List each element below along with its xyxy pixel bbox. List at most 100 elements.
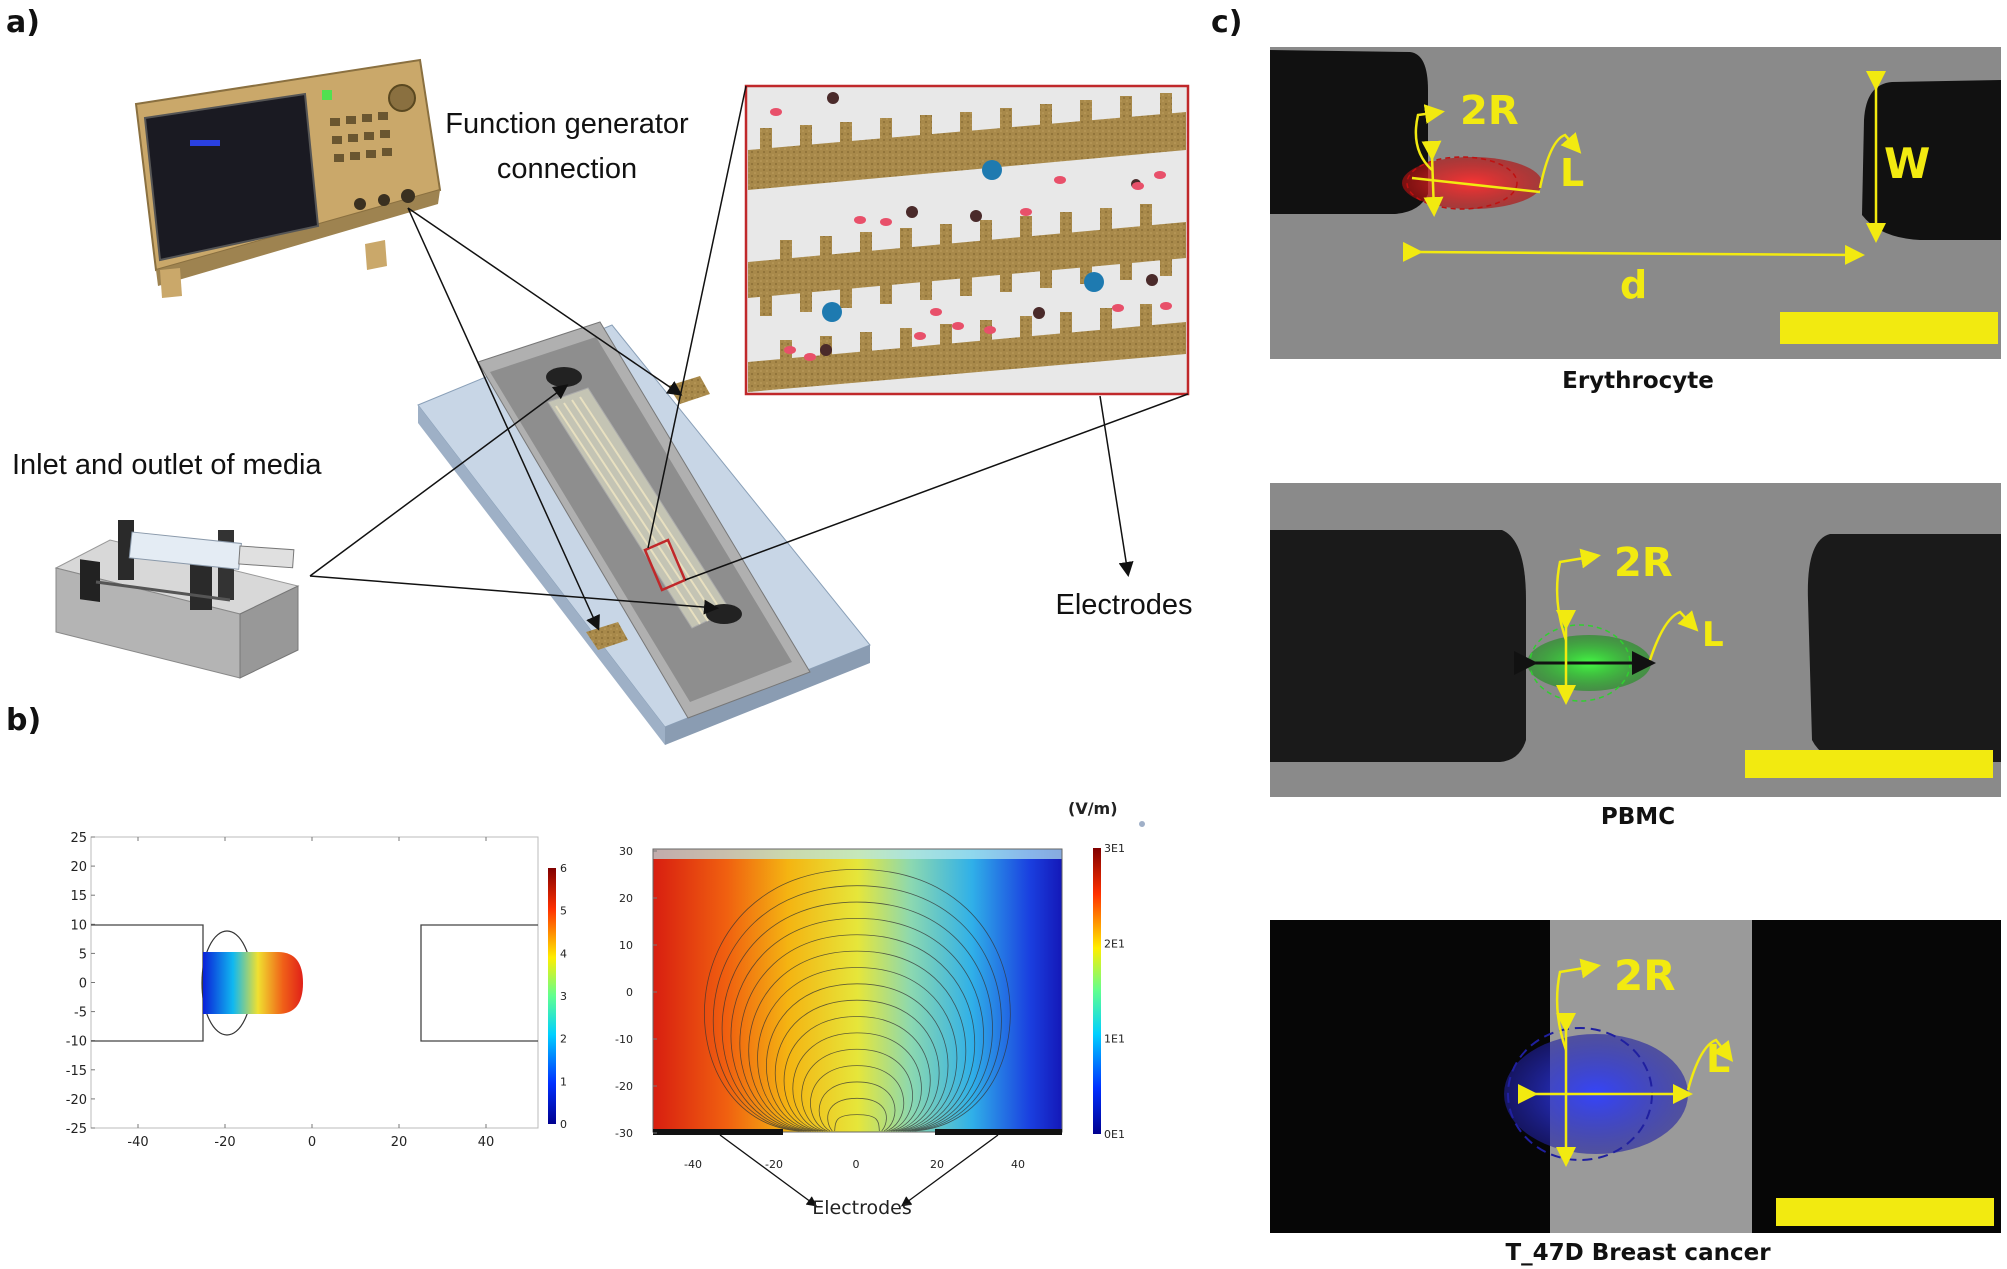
scale-bar-3 [1776,1198,1994,1226]
erythrocyte-image: 2R L W d Erythrocyte [1270,47,2001,394]
y-tick-label: -15 [66,1064,87,1079]
field-line [712,885,1002,1132]
function-generator-label-line2: connection [497,153,637,185]
erythrocyte-length-label: L [1560,151,1584,195]
right-electrode-dark [1862,80,2001,240]
inlet-outlet-label: Inlet and outlet of media [12,449,322,481]
pbmc-caption: PBMC [1601,804,1675,830]
field-line [827,1097,887,1132]
plot-settings-dot-icon [1139,821,1145,827]
screen-indicator-icon [190,140,220,146]
t47d-caption: T_47D Breast cancer [1505,1240,1771,1266]
field-line [775,999,940,1132]
y-tick-label: 20 [619,892,633,905]
droplet-plot-frame [90,836,539,1129]
x-tick-label: -20 [214,1135,235,1150]
keypad-icon [330,112,392,162]
t47d-length-label: L [1706,1037,1730,1081]
syringe-pump-device [54,520,300,679]
y-tick-label: -30 [615,1127,633,1140]
field-line [792,1032,922,1132]
droplet-colorbar [548,868,556,1124]
panel-a-label: a) [6,5,40,40]
colorbar-tick-label: 1E1 [1104,1033,1125,1046]
field-line [739,934,975,1132]
pbmc-length-label: L [1702,615,1724,655]
x-tick-label: -40 [684,1158,702,1171]
blood-cells-icon [770,92,1172,361]
t47d-image: 2R L T_47D Breast cancer [1270,920,2001,1266]
electrodes-label: Electrodes [1055,589,1192,621]
panel-c: c) 2R L W d Erythrocyte [1211,5,2001,1266]
field-line [783,1016,931,1132]
y-tick-label: 0 [79,977,87,992]
field-unit-label: (V/m) [1068,799,1118,818]
y-tick-label: 20 [70,860,87,875]
function-generator-device [134,58,442,298]
field-line [721,901,993,1132]
colorbar-tick-label: 6 [560,862,567,875]
scale-bar-2 [1745,750,1993,778]
x-tick-label: 20 [391,1135,408,1150]
field-line [818,1081,896,1132]
deformed-cell-shape [203,952,303,1014]
field-line [748,950,967,1132]
colorbar-tick-label: 5 [560,905,567,918]
electrode-arrow-right [900,1134,999,1207]
droplet-plot-x-axis: -40 -20 0 20 40 [127,837,494,1150]
left-electrode-dark [1270,530,1526,762]
y-tick-label: -10 [615,1033,633,1046]
bottom-left-electrode [653,1129,783,1135]
y-tick-label: 30 [619,845,633,858]
colorbar-tick-label: 0 [560,1118,567,1131]
panel-b-label: b) [6,703,41,738]
width-label: W [1884,139,1930,188]
electrode-arrow-left [719,1134,818,1207]
y-tick-label: -20 [66,1093,87,1108]
y-tick-label: 10 [619,939,633,952]
colorbar-tick-label: 2 [560,1033,567,1046]
colorbar-tick-label: 3 [560,990,567,1003]
panel-a-connector-lines [309,85,1189,631]
erythrocyte-radius-label: 2R [1460,88,1519,134]
distance-arrow [1402,241,1865,265]
field-heatmap [653,849,1062,1132]
left-electrode-dark [1270,50,1428,214]
panel-a: a) Function generator connection Inlet a… [6,5,1193,745]
panel-c-label: c) [1211,5,1243,40]
radius-axis-arrow [1421,140,1444,217]
field-line [765,983,949,1132]
pbmc-image: 2R L PBMC [1270,483,2001,830]
y-tick-label: -10 [66,1035,87,1050]
function-generator-label-line1: Function generator [445,108,689,140]
field-line [810,1065,905,1132]
x-tick-label: 0 [308,1135,316,1150]
power-led-icon [322,90,332,100]
x-tick-label: -20 [765,1158,783,1171]
y-tick-label: -25 [66,1122,87,1137]
field-electrodes-label: Electrodes [812,1197,912,1219]
right-electrode-dark [1807,534,2001,762]
field-line [801,1048,913,1132]
field-colorbar [1093,848,1101,1134]
field-line [704,868,1011,1132]
colorbar-tick-label: 1 [560,1075,567,1088]
distance-label: d [1620,263,1647,307]
right-electrode-outline [420,924,538,1042]
colorbar-tick-label: 4 [560,947,567,960]
y-tick-label: 25 [70,831,87,846]
erythrocyte-caption: Erythrocyte [1562,368,1714,394]
x-tick-label: -40 [127,1135,148,1150]
y-tick-label: 10 [70,918,87,933]
output-connectors-icon [354,189,415,210]
field-line [730,918,985,1132]
x-tick-label: 40 [478,1135,495,1150]
field-line [757,967,958,1132]
field-lines [704,868,1011,1132]
